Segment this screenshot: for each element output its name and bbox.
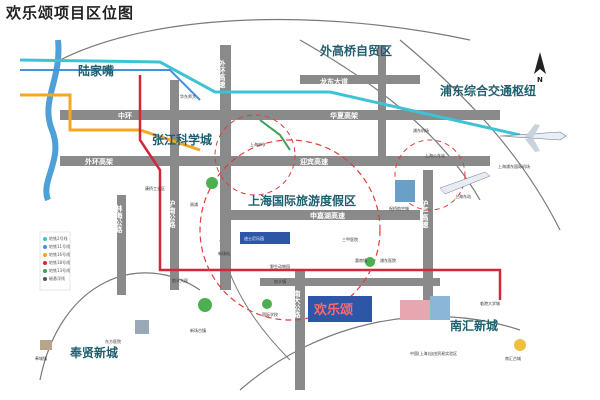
label-road-shenjiahu: 申嘉湖高速 (310, 211, 345, 220)
label-kangqiao: 康桥工业区 (145, 185, 165, 191)
metro-line-red (138, 75, 502, 300)
label-pudong-airport: 浦东机场 (413, 127, 429, 133)
airplane-icon (499, 124, 567, 152)
road-longdong (300, 75, 420, 84)
zone-nanhui: 南汇新城 (450, 318, 498, 333)
tree-icon (262, 299, 272, 309)
label-fengcheng: 奉城镇 (35, 355, 47, 361)
label-xinchang: 新场古镇 (190, 327, 206, 333)
zone-lujiazui: 陆家嘴 (78, 63, 114, 78)
label-international-school: 国际学校 (262, 311, 278, 317)
label-road-hulu: 沪芦高速 (421, 199, 429, 229)
label-hangtou-daju: 航头大居 (172, 277, 188, 283)
legend-item: 磁悬浮线 (49, 275, 65, 281)
zhangjiang-radius-circle (214, 114, 296, 196)
building-icon (395, 180, 415, 202)
label-road-outer-highway: 外环高速 (218, 59, 226, 89)
road-middle-ring (60, 110, 500, 120)
label-east-station: 上海东站 (455, 193, 471, 199)
label-lingang-univ: 临港大学城 (480, 300, 500, 306)
svg-text:N: N (537, 76, 543, 84)
label-safari: 野生动物园 (270, 263, 290, 269)
road-linhai (117, 195, 126, 295)
building-icon (400, 300, 430, 320)
compass-icon: N (534, 52, 546, 84)
zone-waigaoqiao: 外高桥自贸区 (320, 43, 392, 58)
road-outer-ring (60, 156, 490, 166)
tree-icon (514, 339, 526, 351)
hub-radius-circle (394, 139, 466, 211)
project-box (308, 296, 372, 322)
label-road-outer-ring: 外环高架 (85, 157, 113, 166)
label-hangtou: 航头镇 (274, 278, 286, 284)
label-airport: 上海浦东国际机场 (498, 163, 530, 169)
legend-item: 地铁16号线 (49, 251, 70, 257)
coastal-arc-east (399, 39, 561, 231)
label-pudong-hospital: 浦东医院 (380, 257, 396, 263)
tree-icon (206, 177, 218, 189)
legend-item: 地铁11号线 (49, 243, 70, 249)
metro-line-blue (20, 69, 201, 101)
label-road-nanda: 南大公路 (293, 289, 302, 319)
label-dongfang-hospital: 东方医院 (105, 338, 121, 344)
huangpu-river (43, 39, 62, 202)
zone-pudong-hub: 浦东综合交通枢纽 (440, 83, 536, 98)
disney-radius-circle (199, 139, 381, 321)
zone-disney: 上海国际旅游度假区 (248, 193, 356, 208)
tree-icon (365, 257, 375, 267)
legend-swatch (43, 237, 47, 241)
legend-swatch (43, 261, 47, 265)
label-road-longdong: 龙东大道 (319, 77, 348, 86)
label-railway: 上海火车站 (425, 152, 445, 158)
legend-swatch (43, 277, 47, 281)
building-icon (430, 296, 450, 320)
label-road-middle-ring: 中环 (118, 111, 132, 120)
legend-swatch (43, 245, 47, 249)
building-icon (40, 340, 52, 350)
label-ftz: 中国(上海)自由贸易实验区 (410, 350, 457, 356)
legend-swatch (43, 253, 47, 257)
coastal-ring-south (239, 315, 521, 391)
label-hospital: 三甲医院 (342, 236, 358, 242)
label-road-hunan: 沪南公路 (168, 199, 177, 229)
legend-swatch (43, 269, 47, 273)
tree-icon (198, 298, 212, 312)
legend-item: 地铁13号线 (49, 267, 70, 273)
metro-line-orange (20, 93, 201, 152)
legend-item: 地铁2号线 (49, 235, 68, 241)
metro-line-cyan (19, 58, 521, 137)
page-title: 欢乐颂项目区位图 (6, 4, 135, 22)
label-road-linhai: 林海公路 (115, 204, 124, 234)
label-east-china-normal: 华东师大 (180, 93, 196, 99)
label-nanhui-old: 南汇古城 (505, 355, 521, 361)
label-huinan: 惠南镇 (355, 257, 367, 263)
label-zhoupu: 周浦 (190, 201, 198, 207)
label-zhuqiao: 祝桥航空城 (389, 205, 409, 211)
label-road-yingbin: 迎宾高速 (300, 157, 328, 166)
road-shenjiahu (220, 210, 420, 220)
landmark-block-label: 迪士尼乐园 (244, 235, 264, 241)
legend-item: 地铁18号线 (49, 259, 70, 265)
project-label: 欢乐颂 (313, 302, 353, 318)
label-road-huaxia: 华夏高架 (330, 111, 358, 120)
suburban-ring-north (59, 18, 471, 61)
train-icon (439, 171, 491, 195)
road-hulu (423, 170, 433, 320)
metro-line-green (259, 119, 291, 151)
landmark-block (240, 232, 290, 244)
road-hunan (170, 80, 179, 290)
label-shanghai-school: 上海中学 (250, 141, 266, 147)
zone-fengxian: 奉贤新城 (69, 345, 118, 360)
road-huancheng (260, 278, 440, 286)
building-icon (135, 320, 149, 334)
zone-zhangjiang: 张江科学城 (152, 132, 212, 147)
road-nanda (295, 270, 305, 390)
label-xinchang-station: 新场站 (218, 250, 230, 256)
